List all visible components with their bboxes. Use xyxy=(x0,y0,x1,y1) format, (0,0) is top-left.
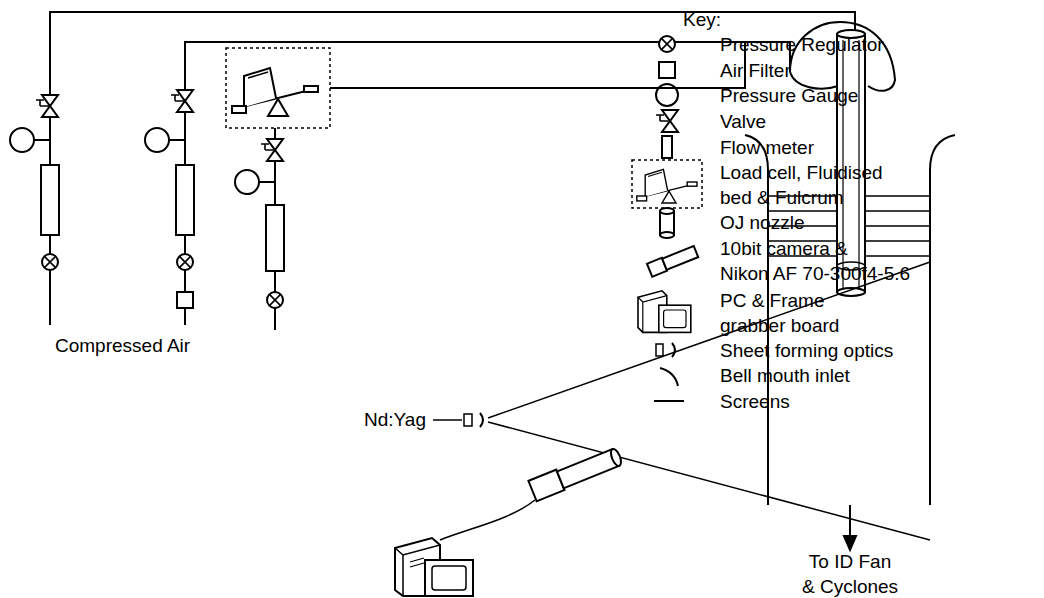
legend-text: Load cell, Fluidised bed & Fulcrum xyxy=(720,160,883,210)
legend-text: Air Filter xyxy=(720,58,791,83)
legend-text: Screens xyxy=(720,389,790,414)
legend-text: Sheet forming optics xyxy=(720,338,893,363)
legend-text: Bell mouth inlet xyxy=(720,363,850,388)
exhaust-label: To ID Fan & Cyclones xyxy=(802,549,898,598)
legend-text: 10bit camera & Nikon AF 70-300f4-5.6 xyxy=(720,236,910,286)
legend-text: PC & Frame grabber board xyxy=(720,288,839,338)
legend-text: Flow meter xyxy=(720,135,814,160)
laser-label: Nd:Yag xyxy=(364,407,426,432)
legend-text: Valve xyxy=(720,109,766,134)
legend-text: Pressure Regulator xyxy=(720,32,884,57)
supply-label: Compressed Air xyxy=(55,333,190,358)
legend-text: Pressure Gauge xyxy=(720,83,858,108)
legend-text: OJ nozzle xyxy=(720,210,804,235)
key-heading: Key: xyxy=(683,7,721,32)
